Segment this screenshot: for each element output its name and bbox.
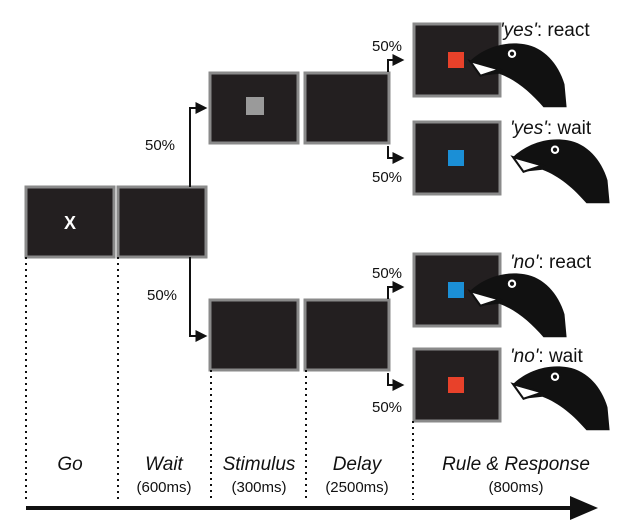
upper-react-probability: 50% [372,38,402,55]
phase-duration-wait: (600ms) [136,479,191,496]
lower-wait-arrow [387,373,405,391]
no-wait-response: : wait [538,346,583,367]
lower-branch-arrow [189,257,208,342]
lower-react-probability: 50% [372,265,402,282]
wait-screen [116,185,208,259]
crow-icon [511,365,611,432]
lower-stimulus-screen [208,298,300,372]
no-react-response: : react [538,252,592,273]
no-react-rule: 'no' [510,252,540,273]
upper-delay-screen [303,71,391,145]
no-wait-rule: 'no' [510,346,540,367]
upper-wait-probability: 50% [372,169,402,186]
no-wait-label: 'no': wait [510,346,583,367]
phase-name-rule-response: Rule & Response [442,454,590,475]
phase-name-go: Go [57,454,82,475]
phase-duration-rule-response: (800ms) [488,479,543,496]
yes-wait-label: 'yes': wait [510,118,592,139]
lower-react-arrow [387,281,405,299]
phase-name-delay: Delay [333,454,383,475]
lower-branch-probability: 50% [147,287,177,304]
yes-react-label: 'yes': react [500,20,590,41]
upper-branch-probability: 50% [145,137,175,154]
crow-icon [468,272,568,339]
blue-target-square [448,282,464,298]
go-symbol: X [64,213,76,233]
phase-duration-delay: (2500ms) [325,479,388,496]
go-screen [24,185,116,259]
phase-duration-stimulus: (300ms) [231,479,286,496]
lower-wait-probability: 50% [372,399,402,416]
upper-react-arrow [387,54,405,72]
no-react-label: 'no': react [510,252,592,273]
gray-stimulus-square [246,97,264,115]
phase-name-stimulus: Stimulus [223,454,296,475]
yes-react-response: : react [537,20,591,41]
yes-react-rule: 'yes' [500,20,538,41]
yes-wait-rule: 'yes' [510,118,548,139]
crow-icon [468,42,568,109]
time-axis-arrowhead [570,496,598,520]
lower-delay-screen [303,298,391,372]
yes-wait-response: : wait [547,118,592,139]
crow-icon [511,138,611,205]
upper-branch-arrow [189,102,208,187]
red-target-square [448,52,464,68]
blue-target-square [448,150,464,166]
upper-wait-arrow [387,146,405,164]
phase-name-wait: Wait [145,454,183,475]
red-target-square [448,377,464,393]
